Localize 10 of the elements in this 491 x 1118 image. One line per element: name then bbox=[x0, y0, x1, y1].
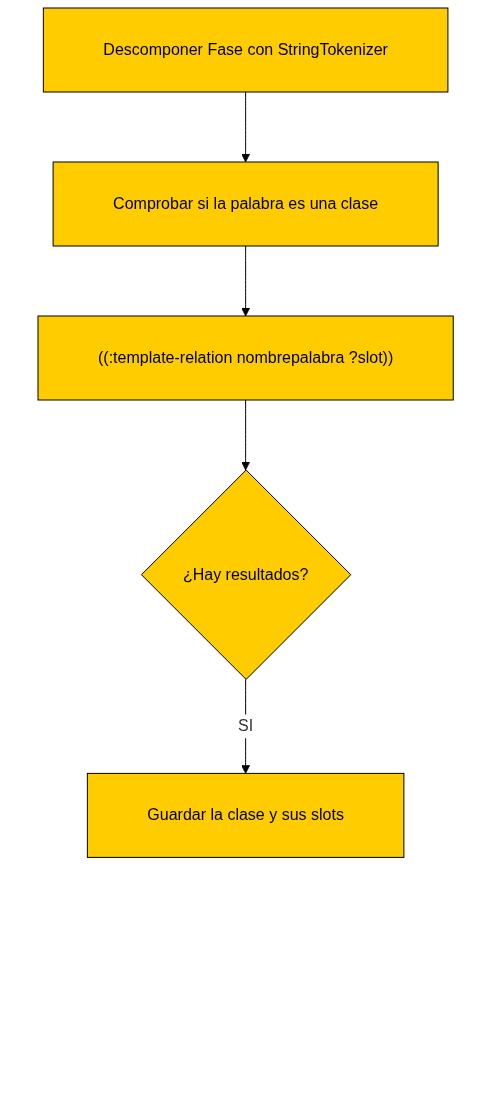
node-diamond: ¿Hay resultados? bbox=[140, 469, 352, 680]
node-box: Comprobar si la palabra es una clase bbox=[52, 161, 439, 247]
node-box: Guardar la clase y sus slots bbox=[86, 772, 405, 858]
edge-label: SI bbox=[237, 717, 254, 735]
arrow bbox=[241, 91, 250, 163]
arrow bbox=[241, 678, 250, 774]
node-box: Descomponer Fase con StringTokenizer bbox=[42, 7, 449, 93]
node-box: ((:template-relation nombrepalabra ?slot)) bbox=[37, 315, 454, 401]
arrow bbox=[241, 399, 250, 471]
arrow bbox=[241, 245, 250, 317]
